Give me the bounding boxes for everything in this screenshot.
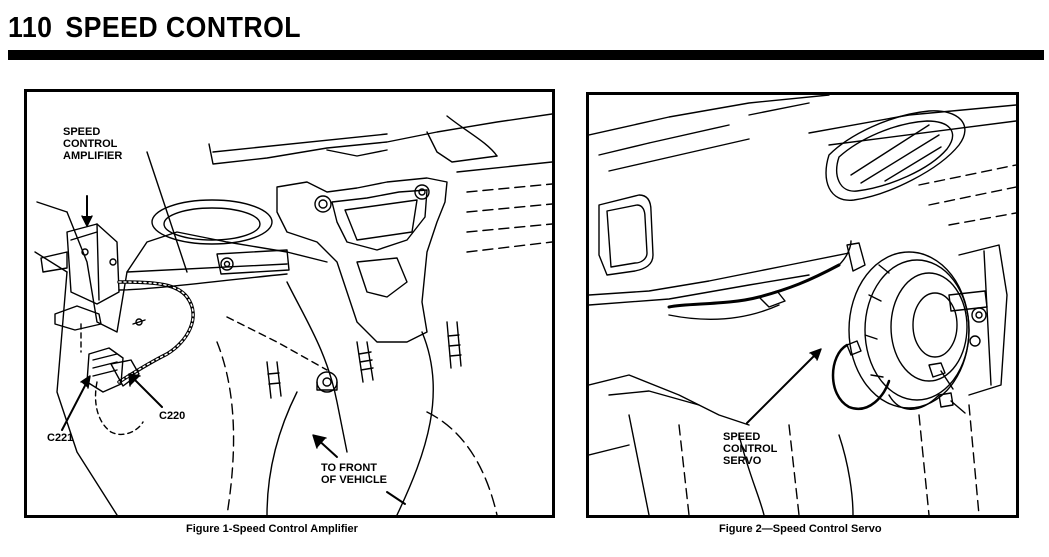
servo-drawing — [589, 95, 1016, 515]
header-rule — [8, 50, 1044, 60]
figure-2-illustration: SPEED CONTROL SERVO — [586, 92, 1019, 518]
figure-2-caption: Figure 2—Speed Control Servo — [719, 523, 882, 535]
header-text: 110 SPEED CONTROL — [8, 12, 301, 45]
amplifier-drawing — [34, 113, 552, 515]
figure-1-caption: Figure 1-Speed Control Amplifier — [186, 523, 358, 535]
callout-c220: C220 — [159, 410, 186, 422]
section-title: SPEED CONTROL — [65, 12, 302, 44]
callout-speed-control-amplifier: SPEED CONTROL AMPLIFIER — [63, 126, 123, 162]
page-number: 110 — [8, 12, 53, 44]
callout-c221: C221 — [47, 432, 74, 444]
callout-speed-control-servo: SPEED CONTROL SERVO — [723, 431, 778, 467]
figure-1-illustration: SPEED CONTROL AMPLIFIER C220 C221 TO FRO… — [24, 89, 555, 518]
callout-to-front-of-vehicle: TO FRONT OF VEHICLE — [321, 462, 388, 486]
page-header: 110 SPEED CONTROL — [8, 10, 1044, 60]
